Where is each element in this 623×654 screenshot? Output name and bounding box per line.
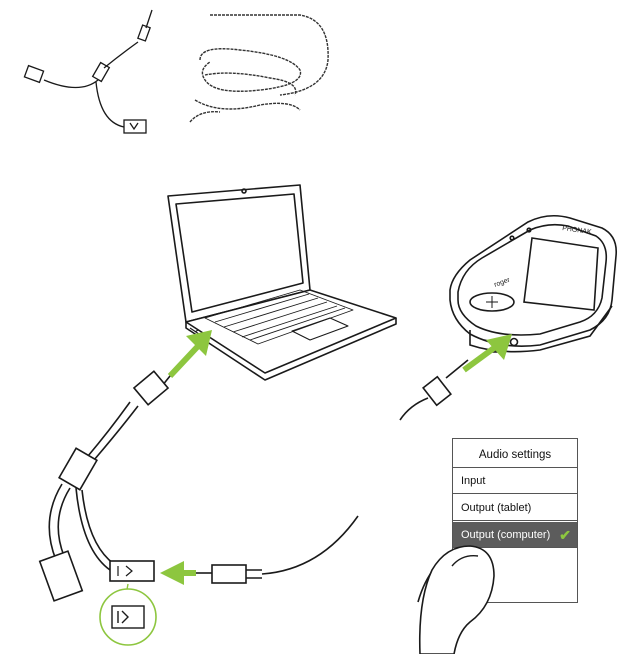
menu-item-output-tablet[interactable]: Output (tablet) <box>453 495 577 521</box>
main-y-cable <box>38 365 179 602</box>
menu-item-input[interactable]: Input <box>453 468 577 494</box>
device-brand-text: PHONAK <box>562 225 593 236</box>
laptop-illustration <box>167 184 397 381</box>
menu-item-output-computer-label: Output (computer) <box>461 529 551 541</box>
device-cable <box>399 359 469 421</box>
menu-item-input-label: Input <box>461 475 486 487</box>
menu-empty-area <box>453 548 577 602</box>
menu-item-output-computer[interactable]: Output (computer) ✔ <box>453 522 577 548</box>
audio-settings-menu: Audio settings Input Output (tablet) Out… <box>452 438 578 603</box>
green-arrows <box>160 330 512 585</box>
y-cable-thumbnail <box>23 9 153 134</box>
arrow-to-device <box>462 345 496 373</box>
incoming-cable <box>196 515 359 584</box>
headset-jack-symbol <box>99 583 157 646</box>
menu-item-output-tablet-label: Output (tablet) <box>461 502 532 514</box>
roger-device-illustration: PHONAK roger <box>449 214 618 353</box>
menu-title: Audio settings <box>453 439 577 468</box>
checkmark-icon: ✔ <box>559 527 571 543</box>
arrow-to-laptop <box>167 341 203 379</box>
coiled-cable-thumbnail <box>189 14 329 123</box>
